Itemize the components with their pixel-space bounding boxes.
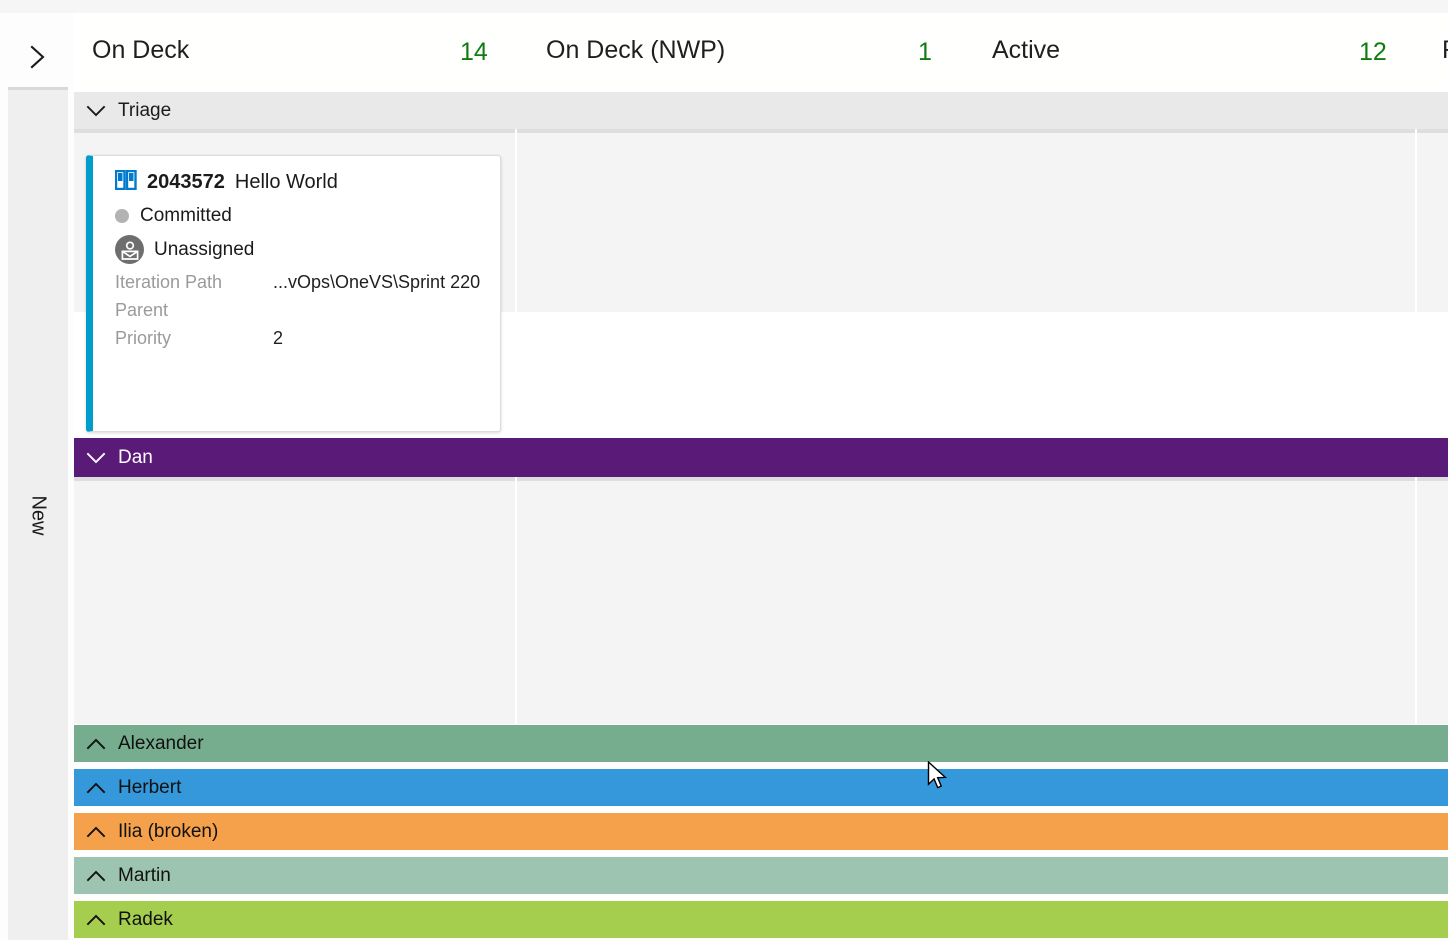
column-count: 14 [460,38,488,66]
dropzone-triage-2[interactable] [965,129,1415,312]
chevron-up-icon[interactable] [86,734,106,754]
chevron-up-icon[interactable] [86,910,106,930]
swimlane-label: Ilia (broken) [118,820,219,842]
card-state-row: Committed [115,205,482,227]
card-field-row: Iteration Path ...vOps\OneVS\Sprint 220 [115,272,482,293]
dropzone-dan-1[interactable] [517,477,967,724]
dropzone-dan-0[interactable] [74,477,515,724]
chevron-up-icon[interactable] [86,866,106,886]
swimlane-header-martin[interactable]: Martin [74,857,1448,894]
card-title: Hello World [234,171,338,193]
column-header-row: On Deck 14 On Deck (NWP) 1 Active 12 R [74,13,1448,88]
card-assignee-row: Unassigned [115,235,482,264]
horizontal-scrollbar-track[interactable] [0,0,1448,13]
dropzone-dan-3[interactable] [1417,477,1448,724]
column-count: 1 [918,38,932,66]
column-title: On Deck (NWP) [546,36,726,64]
board-area: On Deck 14 On Deck (NWP) 1 Active 12 R TriageD… [74,13,1448,940]
card-title-row: 2043572 Hello World [114,169,482,195]
card-field-row: Priority 2 [115,328,482,349]
unassigned-avatar-icon [115,235,144,264]
column-header-0[interactable]: On Deck [92,13,533,88]
swimlane-label: Dan [118,446,153,468]
chevron-right-icon [28,43,48,71]
card-field-value: ...vOps\OneVS\Sprint 220 [273,272,481,292]
state-dot-icon [115,209,129,223]
swimlane-header-ilia[interactable]: Ilia (broken) [74,813,1448,850]
card-assignee-label: Unassigned [154,238,255,260]
chevron-up-icon[interactable] [86,778,106,798]
card-state-label: Committed [140,205,232,226]
swimlane-label: Radek [118,908,173,930]
swimlane-header-triage[interactable]: Triage [74,92,1448,129]
chevron-down-icon[interactable] [86,101,106,121]
column-header-3[interactable]: R [1442,13,1448,88]
swimlane-label: Alexander [118,732,204,754]
dropzone-dan-2[interactable] [965,477,1415,724]
card-id: 2043572 [147,171,225,193]
dropzone-triage-3[interactable] [1417,129,1448,312]
user-story-icon [114,169,137,195]
chevron-up-icon[interactable] [86,822,106,842]
rail-lane-label: New [27,494,50,536]
column-count: 12 [1359,38,1387,66]
column-title: On Deck [92,36,190,64]
column-header-2[interactable]: Active [992,13,1442,88]
left-rail: New [0,13,74,940]
card-field-value: 2 [273,328,284,348]
swimlane-label: Triage [118,99,172,121]
column-title: R [1442,36,1448,65]
card-field-label: Parent [115,300,169,320]
work-item-card[interactable]: 2043572 Hello World Committed Unassigned… [86,155,501,432]
card-field-label: Priority [115,328,172,348]
swimlane-label: Martin [118,864,171,886]
lane-body-dan [74,477,1448,724]
swimlane-label: Herbert [118,776,182,798]
column-header-1[interactable]: On Deck (NWP) [546,13,996,88]
card-field-row: Parent [115,300,482,321]
dropzone-triage-1[interactable] [517,129,967,312]
swimlane-header-dan[interactable]: Dan [74,438,1448,477]
rail-lane-new[interactable]: New [8,87,68,940]
chevron-down-icon[interactable] [86,448,106,468]
column-title: Active [992,36,1061,64]
swimlane-header-herbert[interactable]: Herbert [74,769,1448,806]
swimlane-header-alexander[interactable]: Alexander [74,725,1448,762]
expand-board-button[interactable] [16,33,60,81]
card-field-label: Iteration Path [115,272,223,292]
swimlane-header-radek[interactable]: Radek [74,901,1448,938]
